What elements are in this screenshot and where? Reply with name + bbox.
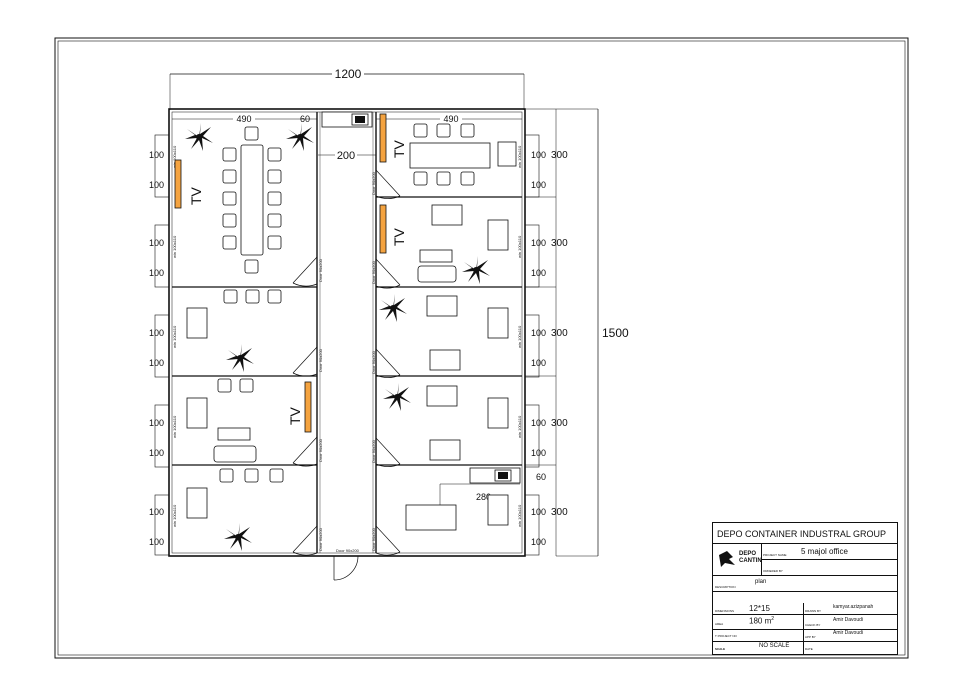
tv-label: TV <box>188 186 204 205</box>
left-dim-label: 100 <box>149 238 164 248</box>
window-labels: win 100x110 win 100x110 win 100x110 win … <box>172 145 522 527</box>
dimension-corridor-label: 200 <box>337 150 355 162</box>
dimensions-label: DIMENSIONS <box>715 609 735 613</box>
door-label: Door 90x200 <box>318 258 323 282</box>
right-room-dim-label: 300 <box>551 150 568 161</box>
right-room-dim-label: 300 <box>551 418 568 429</box>
description-value: plan <box>755 579 767 585</box>
right-dim-label: 100 <box>531 328 546 338</box>
dimension-room-right: 490 <box>443 114 458 124</box>
dimension-height-label: 1500 <box>602 326 629 340</box>
scale-label: SCALE <box>715 647 726 651</box>
door-label: Door 90x200 <box>318 527 323 551</box>
right-room-dim-label: 300 <box>551 328 568 339</box>
window-label: win 100x110 <box>172 325 177 348</box>
dimension-280: 280 <box>476 492 491 502</box>
window-label: win 100x110 <box>172 145 177 168</box>
right-room-dim-label: 300 <box>551 507 568 518</box>
left-window-column: 100 100 100 100 100 100 100 100 100 100 <box>149 134 170 556</box>
right-room-dim-label: 300 <box>551 238 568 249</box>
door-label: Door 90x200 <box>371 439 376 463</box>
door-label: Door 90x200 <box>371 260 376 284</box>
project-name-value: 5 majol office <box>801 547 848 556</box>
dimension-top-60: 60 <box>300 114 310 124</box>
tv-units: TV TV TV TV <box>174 113 407 433</box>
left-dim-label: 100 <box>149 448 164 458</box>
project-name-label: PROJECT NAME <box>763 553 787 557</box>
dimension-room-left: 490 <box>236 114 251 124</box>
right-dim-label: 100 <box>531 507 546 517</box>
logo-text-1: DEPO <box>739 551 757 557</box>
app-by-value: Amir Davoudi <box>833 630 864 636</box>
area-number: 180 m <box>749 616 772 626</box>
tv-label: TV <box>287 406 303 425</box>
right-dim-label: 100 <box>531 448 546 458</box>
app-by-label: APP BY <box>805 635 816 639</box>
left-dim-label: 100 <box>149 537 164 547</box>
door-label: Door 90x200 <box>371 527 376 551</box>
inner-frame <box>57 40 906 656</box>
area-value: 180 m2 <box>749 616 774 626</box>
right-dim-label: 100 <box>531 358 546 368</box>
description-label: DESCRIPTION <box>715 585 736 589</box>
window-label: win 100x110 <box>517 145 522 168</box>
left-dim-label: 100 <box>149 418 164 428</box>
door-labels: Door 90x200 Door 90x200 Door 90x200 Door… <box>318 171 376 553</box>
window-label: win 100x110 <box>517 325 522 348</box>
desk-furniture <box>186 204 509 531</box>
plant-icons <box>185 123 490 551</box>
dimension-height: 1500 <box>526 108 629 557</box>
right-dim-label: 100 <box>531 268 546 278</box>
company-name: DEPO CONTAINER INDUSTRAL GROUP <box>717 529 887 539</box>
area-unit-sup: 2 <box>771 616 775 622</box>
window-label: win 100x110 <box>172 504 177 527</box>
dimension-width-label: 1200 <box>335 67 362 81</box>
right-dim-label: 100 <box>531 180 546 190</box>
left-dim-label: 100 <box>149 268 164 278</box>
project-no-label: T PROJECT NO <box>715 634 737 638</box>
dimension-width: 1200 <box>169 67 525 110</box>
company-logo <box>717 549 759 569</box>
scale-value: NO SCALE <box>759 643 790 649</box>
window-label: win 100x110 <box>517 415 522 438</box>
window-label: win 100x110 <box>172 415 177 438</box>
check-by-value: Amir Davoudi <box>833 617 864 623</box>
door-label: Door 90x200 <box>371 171 376 195</box>
left-dim-label: 100 <box>149 150 164 160</box>
doors <box>292 169 401 581</box>
date-label: DATE <box>805 647 813 651</box>
ordered-by-label: ORDERED BY <box>763 569 783 573</box>
drawn-by-label: DRAWN BY <box>805 609 822 613</box>
door-label: Door 90x200 <box>318 438 323 462</box>
door-label: Door 90x200 <box>371 350 376 374</box>
outer-frame <box>54 37 909 659</box>
right-dim-label: 100 <box>531 150 546 160</box>
left-dim-label: 100 <box>149 358 164 368</box>
window-label: win 100x110 <box>517 504 522 527</box>
drawn-by-value: kamyar.azizpanah <box>833 604 874 610</box>
right-dim-label: 100 <box>531 238 546 248</box>
left-dim-label: 100 <box>149 180 164 190</box>
left-dim-label: 100 <box>149 328 164 338</box>
window-label: win 100x110 <box>517 235 522 258</box>
right-dim-label: 100 <box>531 418 546 428</box>
tv-label: TV <box>391 227 407 246</box>
left-dim-label: 100 <box>149 507 164 517</box>
title-block: DEPO CONTAINER INDUSTRAL GROUP DEPO CANT… <box>712 522 898 655</box>
logo-text-2: CANTIN <box>739 558 762 564</box>
check-by-label: CHECK BY <box>805 623 821 627</box>
conference-room-furniture <box>222 126 282 274</box>
right-window-column: 100 100 100 100 100 100 100 100 100 100 … <box>524 109 568 556</box>
dimension-small-60: 60 <box>536 472 546 482</box>
area-label: AREA <box>715 622 724 626</box>
tv-label: TV <box>391 139 407 158</box>
entry-door-label: Door 90x200 <box>336 548 360 553</box>
dimensions-value: 12*15 <box>749 604 770 613</box>
door-label: Door 90x200 <box>318 348 323 372</box>
window-label: win 100x110 <box>172 235 177 258</box>
dimension-corridor: 200 <box>318 148 376 162</box>
meeting-room-furniture <box>409 123 517 186</box>
right-dim-label: 100 <box>531 537 546 547</box>
